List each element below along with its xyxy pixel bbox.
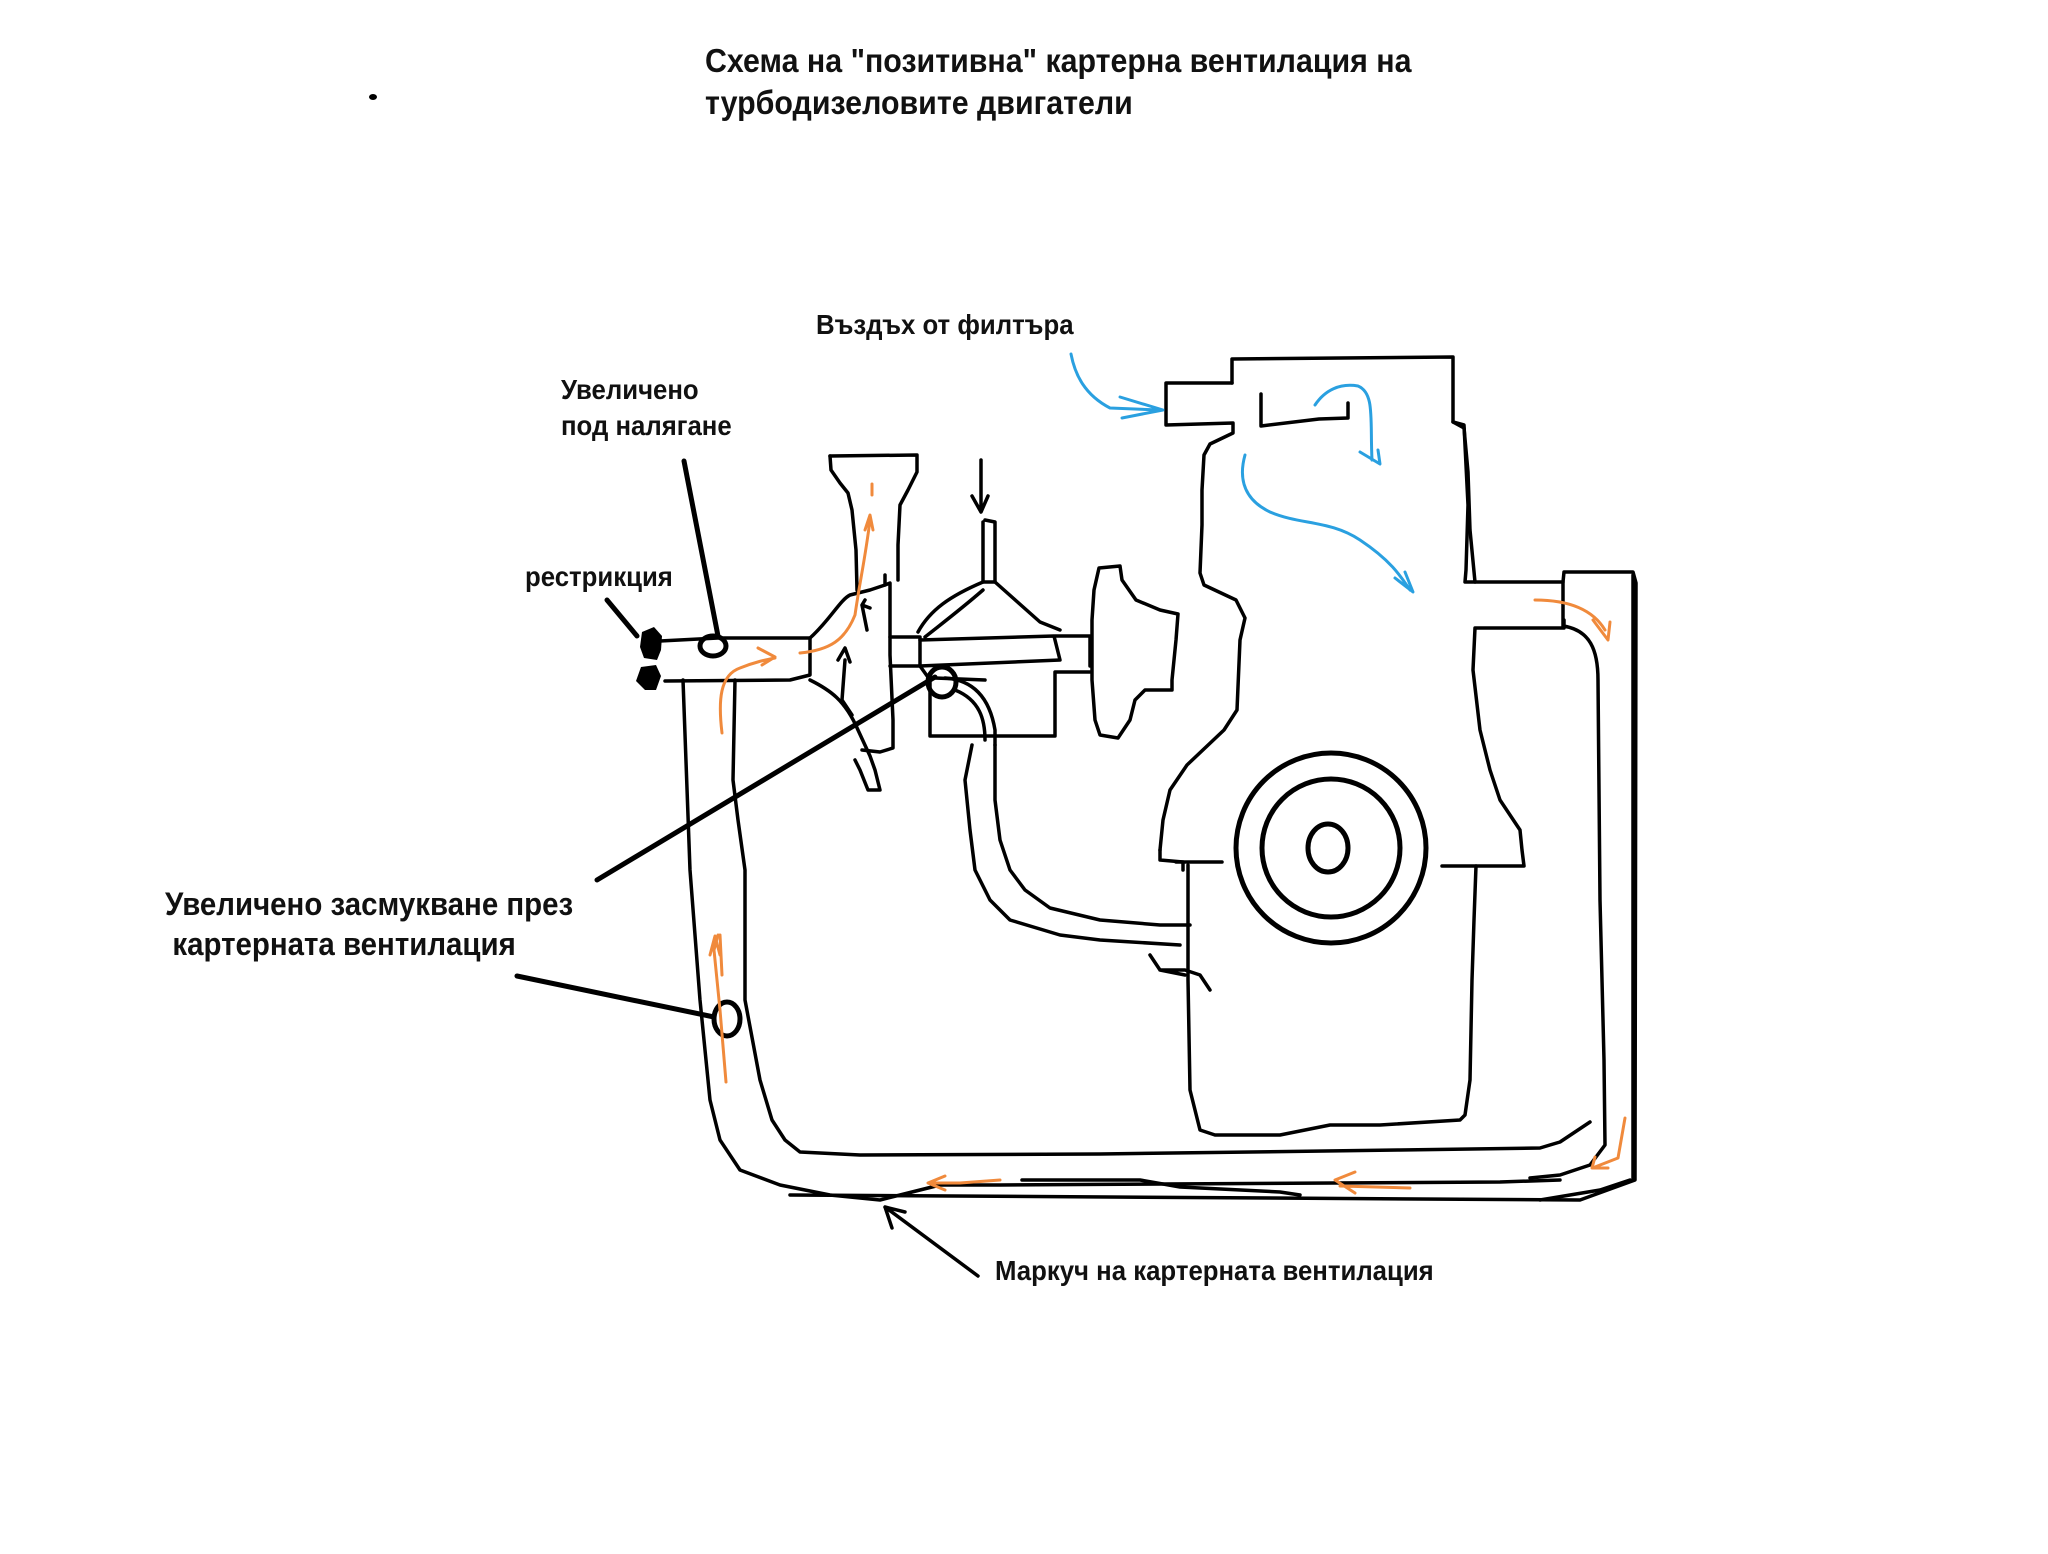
right-ventilation-pipe	[1528, 573, 1635, 1182]
label-increased-suction: Увеличено засмукване през картерната вен…	[165, 884, 573, 964]
stray-dot	[369, 94, 377, 100]
suction-port-hose	[711, 999, 743, 1039]
suction-port-compressor	[925, 664, 959, 700]
gas-flow-arrows	[708, 482, 1627, 1195]
diagram-title: Схема на "позитивна" картерна вентилация…	[705, 40, 1412, 124]
pulley-hub	[1305, 821, 1351, 875]
exhaust-pipe	[828, 453, 919, 754]
leader-suction-hose	[514, 973, 717, 1020]
leader-suction-compressor	[594, 674, 938, 883]
label-increased-suction-line-1: Увеличено засмукване през	[165, 886, 574, 922]
label-restriction: рестрикция	[525, 561, 673, 592]
label-increased-pressure-line-1: Увеличено	[561, 374, 699, 405]
label-increased-suction-line-2: картерната вентилация	[172, 926, 516, 962]
label-air-from-filter: Въздъх от филтъра	[816, 309, 1074, 340]
leader-hose-arrow	[883, 1205, 980, 1278]
air-flow-arrows	[1069, 352, 1415, 594]
leader-lines	[514, 458, 980, 1278]
restriction-valve	[636, 627, 662, 690]
intake-pipe	[658, 573, 887, 792]
label-increased-pressure-line-2: под налягане	[561, 410, 732, 441]
pulley-outer-ring	[1233, 750, 1429, 946]
title-line-1: Схема на "позитивна" картерна вентилация…	[705, 42, 1412, 79]
label-ventilation-hose: Маркуч на картерната вентилация	[995, 1255, 1434, 1286]
label-increased-pressure: Увеличено под налягане	[561, 372, 732, 444]
pressure-port	[697, 633, 729, 659]
crankshaft-pulley	[1233, 750, 1429, 946]
title-line-2: турбодизеловите двигатели	[705, 84, 1133, 121]
engine-block	[788, 355, 1638, 1202]
pulley-inner-ring	[1259, 776, 1403, 920]
leader-restriction	[604, 597, 640, 639]
leader-pressure	[681, 458, 721, 639]
